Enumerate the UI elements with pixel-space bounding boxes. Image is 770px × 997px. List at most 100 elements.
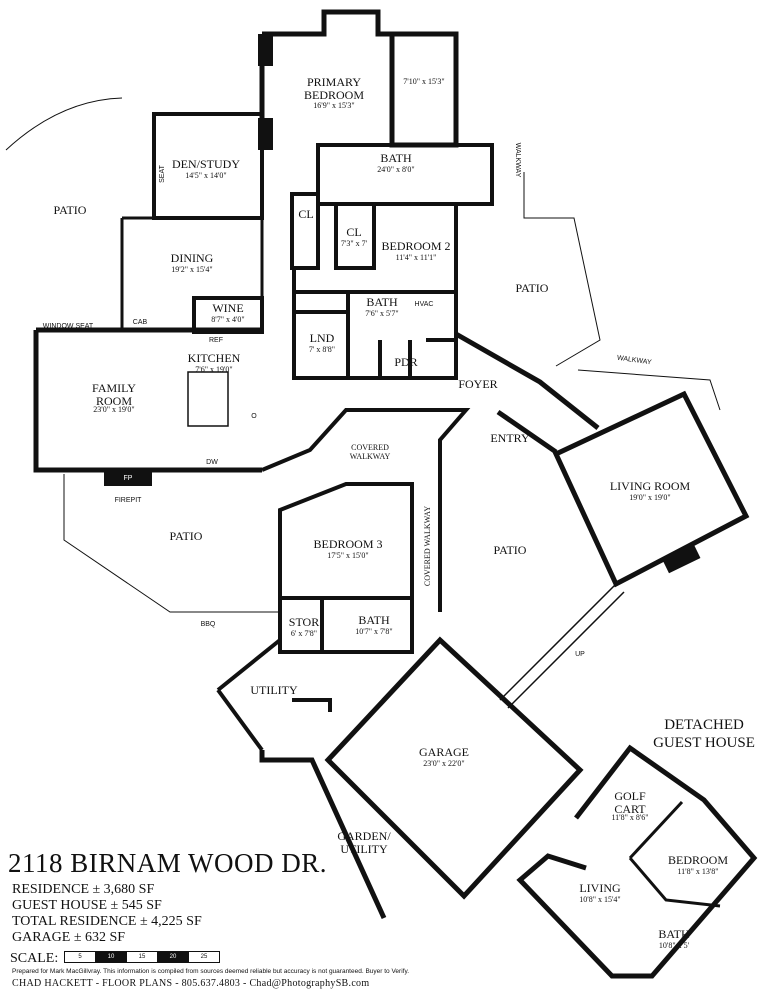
label-garden-utility: GARDEN/UTILITY [337, 829, 391, 856]
dim-bath2: 7'6" x 5'7" [365, 309, 398, 318]
dim-living: 19'0" x 19'0" [629, 493, 670, 502]
dim-wine: 8'7" x 4'0" [211, 315, 244, 324]
scale-tick: 20 [158, 952, 189, 962]
label-bedroom3: BEDROOM 3 [313, 537, 382, 551]
label-patio-c: PATIO [494, 543, 527, 557]
label-patio-nw: PATIO [54, 203, 87, 217]
dim-bath3: 10'7" x 7'8" [355, 627, 392, 636]
label-dw: DW [206, 459, 218, 466]
dim-lnd: 7' x 8'8" [309, 345, 335, 354]
scale-tick: 25 [200, 954, 208, 960]
label-entry: ENTRY [490, 431, 530, 445]
foyer-walls [454, 331, 600, 455]
label-covered-walkway-v: COVERED WALKWAY [423, 506, 432, 586]
label-den: DEN/STUDY [172, 157, 240, 171]
scale-tick: 10 [96, 952, 127, 962]
walkway-wall [261, 408, 471, 612]
label-stor: STOR [289, 615, 319, 629]
dim-g-living: 10'8" x 15'4" [579, 895, 620, 904]
label-g-living: LIVING [579, 881, 621, 895]
total-area: TOTAL RESIDENCE ± 4,225 SF [12, 914, 202, 929]
label-patio-sw: PATIO [170, 529, 203, 543]
guest-house-title: DETACHED GUEST HOUSE [653, 717, 755, 751]
label-garage: GARAGE [419, 745, 469, 759]
scale-bar: 5 10 15 20 25 [64, 951, 220, 963]
patio-outline-sw [63, 474, 278, 613]
label-primary-bath: BATH [380, 151, 412, 165]
label-firepit: FIREPIT [115, 497, 143, 504]
garage-walls [324, 636, 584, 900]
credit-line: CHAD HACKETT - FLOOR PLANS - 805.637.480… [12, 978, 370, 989]
label-bath2: BATH [366, 295, 398, 309]
label-hvac: HVAC [415, 301, 434, 308]
dining-walls [120, 216, 264, 330]
label-bath3: BATH [358, 613, 390, 627]
dim-g-bath: 10'8" x 5' [659, 941, 690, 950]
label-cl: CL [298, 207, 313, 221]
label-walkway-top: WALKWAY [514, 143, 521, 178]
dim-bedroom3: 17'5" x 15'0" [327, 551, 368, 560]
dim-den: 14'5" x 14'0" [185, 171, 226, 180]
address-title: 2118 BIRNAM WOOD DR. [8, 848, 328, 878]
dim-garage: 23'0" x 22'0" [423, 759, 464, 768]
walls [5, 9, 758, 979]
dim-primary-closet: 7'10" x 15'3" [403, 77, 444, 86]
kitchen-island [187, 371, 229, 427]
label-walkway-right: WALKWAY [617, 355, 653, 367]
dim-kitchen: 7'6" x 19'0" [195, 365, 232, 374]
label-foyer: FOYER [458, 377, 497, 391]
utility-walls [216, 638, 332, 752]
dim-stor: 6' x 7'8" [291, 629, 317, 638]
dim-bedroom2: 11'4" x 11'1" [396, 253, 437, 262]
dim-golf: 11'8" x 8'6" [611, 813, 648, 822]
scale-tick: 5 [65, 952, 96, 962]
dim-cl-hall: 7'3" x 7' [341, 239, 368, 248]
dim-primary-bath: 24'0" x 8'0" [377, 165, 414, 174]
bedroom3-walls [278, 482, 414, 654]
area-labels: PATIO PATIO PATIO PATIO FOYER ENTRY COVE… [43, 143, 652, 857]
guest-house-area: GUEST HOUSE ± 545 SF [12, 898, 162, 913]
label-g-bedroom: BEDROOM [668, 853, 728, 867]
label-kitchen: KITCHEN [188, 351, 241, 365]
living-fp [661, 542, 701, 574]
garage-area: GARAGE ± 632 SF [12, 930, 126, 945]
label-wine: WINE [212, 301, 243, 315]
label-lnd: LND [310, 331, 335, 345]
living-room-walls [552, 390, 750, 588]
label-living: LIVING ROOM [610, 479, 691, 493]
walkway-outline [577, 369, 721, 411]
dim-primary-bedroom: 16'9" x 15'3" [313, 101, 354, 110]
label-o: O [251, 413, 257, 420]
scale-label: SCALE: [10, 951, 59, 966]
patio-outline-ne [523, 172, 601, 367]
label-up: UP [575, 651, 585, 658]
dim-family: 23'0" x 19'0" [93, 405, 134, 414]
family-room-walls [33, 327, 262, 473]
label-fp: FP [124, 475, 133, 482]
ramp [499, 583, 625, 709]
label-utility: UTILITY [250, 683, 298, 697]
patio-outline-nw [5, 97, 123, 151]
primary-bath-walls [316, 143, 494, 206]
guest-inner [628, 800, 721, 908]
label-cl-hall: CL [346, 225, 361, 239]
dim-dining: 19'2" x 15'4" [171, 265, 212, 274]
label-window-seat: WINDOW SEAT [43, 323, 94, 330]
scale-tick: 15 [127, 952, 158, 962]
label-bedroom2: BEDROOM 2 [381, 239, 450, 253]
residence-area: RESIDENCE ± 3,680 SF [12, 882, 155, 897]
cab-block-1 [258, 34, 273, 66]
label-bbq: BBQ [201, 621, 216, 628]
label-patio-ne: PATIO [516, 281, 549, 295]
fireplace-block [104, 470, 152, 486]
label-cab: CAB [133, 319, 148, 326]
label-ref: REF [209, 337, 223, 344]
label-pdr: PDR [394, 355, 417, 369]
disclaimer: Prepared for Mark MacGillvray. This info… [12, 968, 410, 975]
